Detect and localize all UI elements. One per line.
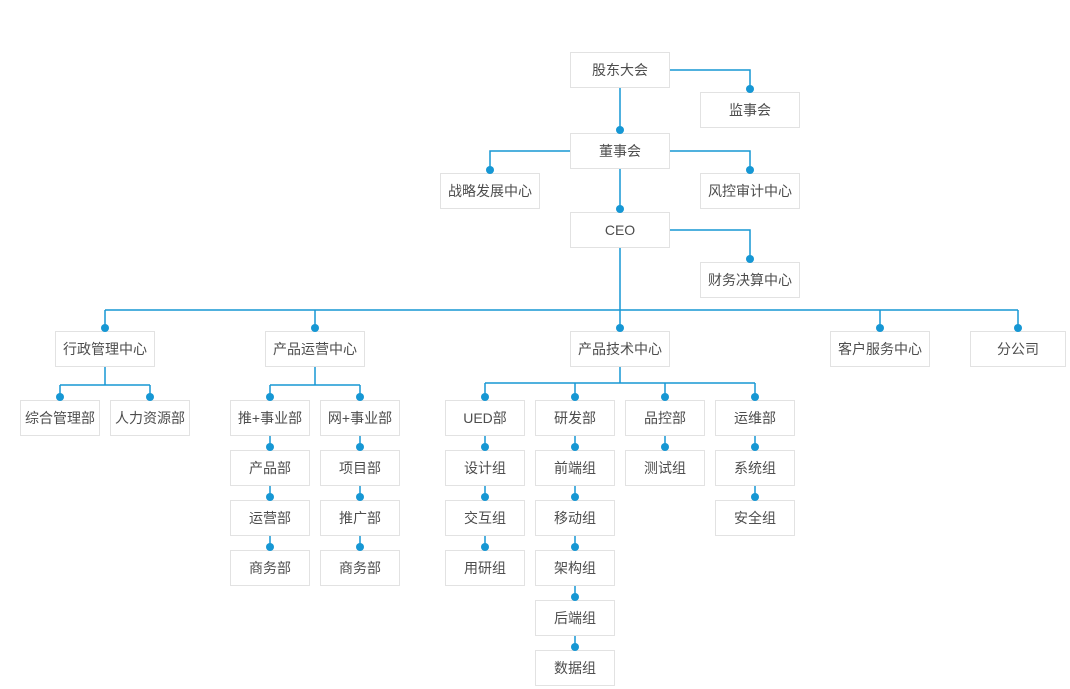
org-node-tui-division: 推+事业部 [230, 400, 310, 436]
org-node-user-research-group: 用研组 [445, 550, 525, 586]
org-node-admin-center: 行政管理中心 [55, 331, 155, 367]
org-node-ops-center: 产品运营中心 [265, 331, 365, 367]
org-node-interaction-group: 交互组 [445, 500, 525, 536]
org-node-backend-group: 后端组 [535, 600, 615, 636]
org-node-label: 前端组 [554, 460, 596, 476]
org-node-label: 系统组 [734, 460, 776, 476]
org-node-label: 客户服务中心 [838, 341, 922, 357]
org-node-label: 股东大会 [592, 62, 648, 78]
org-node-label: 财务决算中心 [708, 272, 792, 288]
org-node-label: 用研组 [464, 560, 506, 576]
org-node-strategy: 战略发展中心 [440, 173, 540, 209]
org-node-ceo: CEO [570, 212, 670, 248]
org-node-board: 董事会 [570, 133, 670, 169]
org-node-label: 商务部 [249, 560, 291, 576]
org-node-test-group: 测试组 [625, 450, 705, 486]
org-node-label: 综合管理部 [25, 410, 95, 426]
org-node-label: 分公司 [997, 341, 1039, 357]
org-node-label: 移动组 [554, 510, 596, 526]
org-node-mobile-group: 移动组 [535, 500, 615, 536]
org-node-label: 推广部 [339, 510, 381, 526]
org-node-label: 架构组 [554, 560, 596, 576]
org-node-label: 人力资源部 [115, 410, 185, 426]
org-node-label: 网+事业部 [327, 410, 393, 426]
org-node-label: 行政管理中心 [63, 341, 147, 357]
org-node-product-dept: 产品部 [230, 450, 310, 486]
org-node-devops-dept: 运维部 [715, 400, 795, 436]
org-node-label: 后端组 [554, 610, 596, 626]
org-node-label: 研发部 [554, 410, 596, 426]
org-node-label: 董事会 [599, 143, 641, 159]
org-node-business-dept-1: 商务部 [230, 550, 310, 586]
org-node-label: 产品运营中心 [273, 341, 357, 357]
org-node-label: 安全组 [734, 510, 776, 526]
org-node-label: 测试组 [644, 460, 686, 476]
org-node-rd-dept: 研发部 [535, 400, 615, 436]
org-node-label: 推+事业部 [237, 410, 303, 426]
connector-line [670, 69, 751, 89]
connector-line [670, 229, 751, 259]
org-node-label: 项目部 [339, 460, 381, 476]
org-node-operation-dept: 运营部 [230, 500, 310, 536]
org-node-architecture-group: 架构组 [535, 550, 615, 586]
org-node-general-mgmt: 综合管理部 [20, 400, 100, 436]
org-node-qc-dept: 品控部 [625, 400, 705, 436]
org-node-supervisory: 监事会 [700, 92, 800, 128]
org-node-finance: 财务决算中心 [700, 262, 800, 298]
org-node-project-dept: 项目部 [320, 450, 400, 486]
org-node-label: 数据组 [554, 660, 596, 676]
org-node-system-group: 系统组 [715, 450, 795, 486]
org-node-hr: 人力资源部 [110, 400, 190, 436]
org-node-label: 监事会 [729, 102, 771, 118]
org-node-tech-center: 产品技术中心 [570, 331, 670, 367]
org-node-label: UED部 [463, 410, 507, 426]
org-node-label: 战略发展中心 [448, 183, 532, 199]
connector-line [670, 150, 751, 170]
org-node-branch: 分公司 [970, 331, 1066, 367]
org-node-wang-division: 网+事业部 [320, 400, 400, 436]
org-node-label: 运维部 [734, 410, 776, 426]
org-node-label: 产品部 [249, 460, 291, 476]
org-node-data-group: 数据组 [535, 650, 615, 686]
org-node-security-group: 安全组 [715, 500, 795, 536]
org-node-label: 风控审计中心 [708, 183, 792, 199]
org-node-label: CEO [604, 222, 636, 238]
org-node-service-center: 客户服务中心 [830, 331, 930, 367]
org-node-ued-dept: UED部 [445, 400, 525, 436]
org-node-label: 设计组 [464, 460, 506, 476]
org-node-shareholders: 股东大会 [570, 52, 670, 88]
org-node-label: 商务部 [339, 560, 381, 576]
org-node-label: 运营部 [249, 510, 291, 526]
org-node-promotion-dept: 推广部 [320, 500, 400, 536]
org-node-frontend-group: 前端组 [535, 450, 615, 486]
org-node-label: 交互组 [464, 510, 506, 526]
connector-line [489, 150, 570, 170]
org-node-label: 品控部 [644, 410, 686, 426]
org-node-design-group: 设计组 [445, 450, 525, 486]
org-node-label: 产品技术中心 [578, 341, 662, 357]
org-node-risk-audit: 风控审计中心 [700, 173, 800, 209]
org-node-business-dept-2: 商务部 [320, 550, 400, 586]
